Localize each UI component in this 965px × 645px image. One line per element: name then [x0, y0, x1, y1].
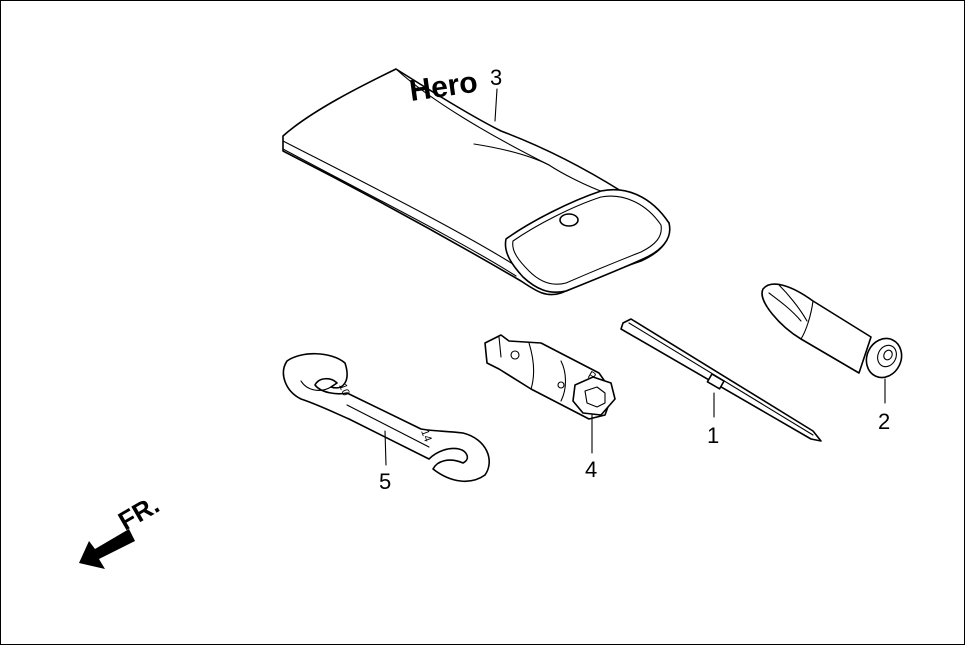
callout-5: 5: [379, 469, 391, 494]
double-spanner: 10 14: [282, 352, 490, 482]
callout-1: 1: [707, 423, 719, 448]
spark-plug-wrench: P: [484, 334, 616, 420]
callout-leader-5: [384, 430, 387, 466]
screwdriver-shaft: [620, 318, 822, 442]
tool-bag: Hero: [282, 66, 671, 296]
callout-4: 4: [585, 457, 597, 482]
screwdriver-handle: [761, 283, 903, 379]
front-direction-arrow-icon: [79, 529, 135, 569]
spanner-mark-14: 14: [418, 428, 433, 444]
front-direction-label: FR.: [113, 489, 164, 536]
callout-2: 2: [878, 409, 890, 434]
bag-logo: Hero: [407, 66, 479, 108]
callout-3: 3: [490, 65, 502, 90]
callout-leader-3: [494, 88, 498, 122]
spanner-mark-10: 10: [336, 382, 351, 398]
